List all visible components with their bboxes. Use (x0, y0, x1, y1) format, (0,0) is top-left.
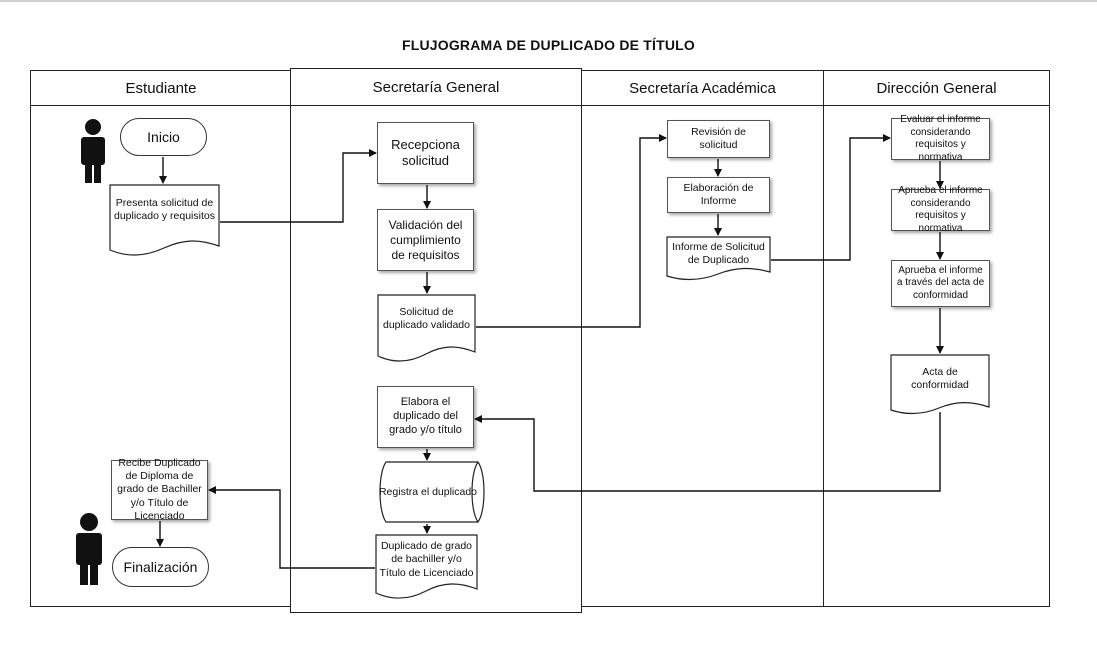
box-aprueba-informe: Aprueba el informe considerando requisit… (891, 185, 990, 234)
end-terminal: Finalización (112, 547, 209, 587)
lane-header-direccion-general: Dirección General (824, 71, 1049, 106)
stored-data-registra: Registra el duplicado (378, 461, 486, 523)
person-icon (78, 118, 108, 184)
top-border-line (0, 0, 1097, 2)
box-revision-solicitud: Revisión de solicitud (667, 120, 770, 158)
start-terminal: Inicio (120, 118, 207, 156)
box-aprueba-acta: Aprueba el informe a través del acta de … (891, 260, 990, 307)
document-informe-solicitud: Informe de Solicitud de Duplicado (666, 236, 771, 284)
box-recibe-duplicado: Recibe Duplicado de Diploma de grado de … (111, 457, 208, 522)
lane-header-secretaria-general: Secretaría General (291, 69, 581, 106)
box-validacion-requisitos: Validación del cumplimiento de requisito… (377, 209, 474, 271)
person-icon (73, 512, 105, 586)
box-recepciona-solicitud: Recepciona solicitud (377, 122, 474, 184)
document-solicitud-validado: Solicitud de duplicado validado (377, 294, 476, 366)
document-acta-conformidad: Acta de conformidad (890, 354, 990, 416)
document-duplicado-grado: Duplicado de grado de bachiller y/o Títu… (375, 534, 478, 602)
box-elabora-duplicado: Elabora el duplicado del grado y/o títul… (377, 386, 474, 448)
box-elaboracion-informe: Elaboración de Informe (667, 177, 770, 213)
lane-header-secretaria-academica: Secretaría Académica (582, 71, 823, 106)
lane-secretaria-academica: Secretaría Académica (581, 70, 824, 607)
box-evaluar-informe: Evaluar el informe considerando requisit… (891, 114, 990, 163)
lane-header-estudiante: Estudiante (31, 71, 291, 106)
document-presenta-solicitud: Presenta solicitud de duplicado y requis… (109, 184, 220, 260)
page-title: FLUJOGRAMA DE DUPLICADO DE TÍTULO (401, 37, 696, 53)
